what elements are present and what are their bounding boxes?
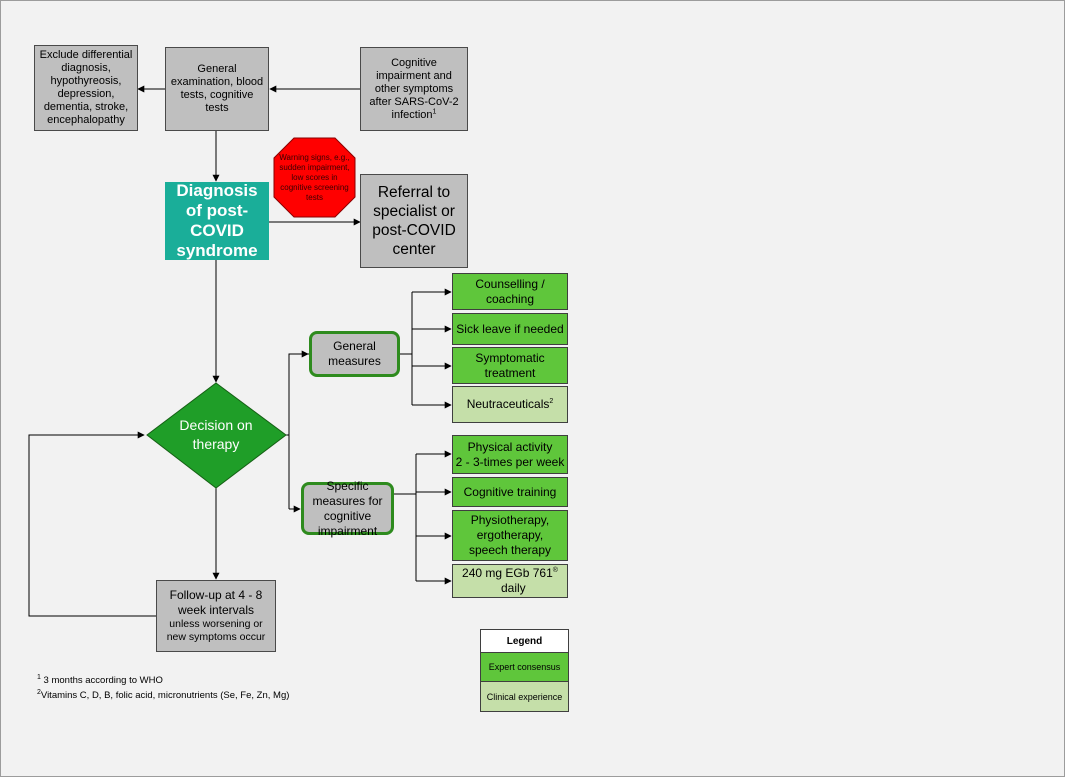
footnote-2: 2Vitamins C, D, B, folic acid, micronutr… — [37, 688, 290, 702]
legend-title: Legend — [481, 630, 568, 653]
followup-main-text: Follow-up at 4 - 8 week intervals — [169, 588, 263, 617]
cognitive-training-box: Cognitive training — [452, 477, 568, 507]
footnote-2-number: 2 — [37, 688, 41, 696]
footnote-1-number: 1 — [37, 673, 41, 681]
footnote-2-text: Vitamins C, D, B, folic acid, micronutri… — [40, 690, 290, 701]
counselling-box: Counselling / coaching — [452, 273, 568, 310]
egb-daily-text: daily — [494, 581, 526, 595]
general-exam-text: General examination, blood tests, cognit… — [170, 63, 264, 114]
exclude-differential-text: Exclude differential diagnosis, hypothyr… — [39, 49, 133, 126]
decision-diamond — [146, 382, 287, 489]
decision-label: Decision on therapy — [163, 412, 269, 458]
footnote-1-text: 3 months according to WHO — [40, 675, 163, 686]
cognitive-symptoms-text: Cognitive impairment and other symptoms … — [369, 56, 459, 121]
physiotherapy-text: Physiotherapy, ergotherapy, speech thera… — [468, 513, 552, 557]
general-measures-box: General measures — [309, 331, 400, 377]
egb-text: 240 mg EGb 761 — [462, 566, 553, 580]
general-measures-text: General measures — [328, 339, 381, 368]
physical-activity-text: Physical activity 2 - 3-times per week — [455, 439, 565, 469]
diagnosis-text: Diagnosis of post-COVID syndrome — [176, 181, 258, 260]
neutraceuticals-text: Neutraceuticals — [466, 397, 550, 411]
legend: Legend Expert consensus Clinical experie… — [480, 629, 569, 712]
referral-box: Referral to specialist or post-COVID cen… — [360, 174, 468, 268]
warning-octagon — [273, 137, 356, 218]
specific-measures-box: Specific measures for cognitive impairme… — [301, 479, 394, 538]
cognitive-training-text: Cognitive training — [463, 484, 557, 499]
neutraceuticals-box: Neutraceuticals2 — [452, 386, 568, 423]
referral-text: Referral to specialist or post-COVID cen… — [372, 184, 456, 258]
exclude-differential-box: Exclude differential diagnosis, hypothyr… — [34, 45, 138, 131]
warning-signs-box: Warning signs, e.g., sudden impairment, … — [277, 146, 352, 210]
specific-measures-text: Specific measures for cognitive impairme… — [312, 478, 383, 538]
loop-followup-to-decision — [28, 431, 156, 617]
legend-expert-consensus: Expert consensus — [481, 653, 568, 682]
sick-leave-box: Sick leave if needed — [452, 313, 568, 345]
footnote-ref-1: 1 — [432, 107, 437, 115]
egb-box: 240 mg EGb 761® daily — [452, 564, 568, 598]
sick-leave-text: Sick leave if needed — [456, 321, 564, 336]
counselling-text: Counselling / coaching — [475, 276, 545, 306]
warning-signs-text: Warning signs, e.g., sudden impairment, … — [279, 153, 350, 202]
physiotherapy-box: Physiotherapy, ergotherapy, speech thera… — [452, 510, 568, 561]
legend-clinical-experience: Clinical experience — [481, 682, 568, 711]
symptomatic-treatment-box: Symptomatic treatment — [452, 347, 568, 384]
followup-sub-text: unless worsening or new symptoms occur — [166, 618, 266, 643]
registered-mark: ® — [552, 567, 558, 574]
diagnosis-box: Diagnosis of post-COVID syndrome — [165, 181, 269, 260]
footnote-1: 1 3 months according to WHO — [37, 673, 163, 687]
general-exam-box: General examination, blood tests, cognit… — [165, 47, 269, 131]
cognitive-symptoms-box: Cognitive impairment and other symptoms … — [360, 47, 468, 131]
followup-box: Follow-up at 4 - 8 week intervals unless… — [156, 580, 276, 652]
symptomatic-treatment-text: Symptomatic treatment — [475, 350, 545, 380]
footnote-ref-2: 2 — [549, 398, 554, 405]
decision-text: Decision on therapy — [179, 417, 253, 452]
physical-activity-box: Physical activity 2 - 3-times per week — [452, 435, 568, 474]
branch-decision — [285, 353, 309, 436]
